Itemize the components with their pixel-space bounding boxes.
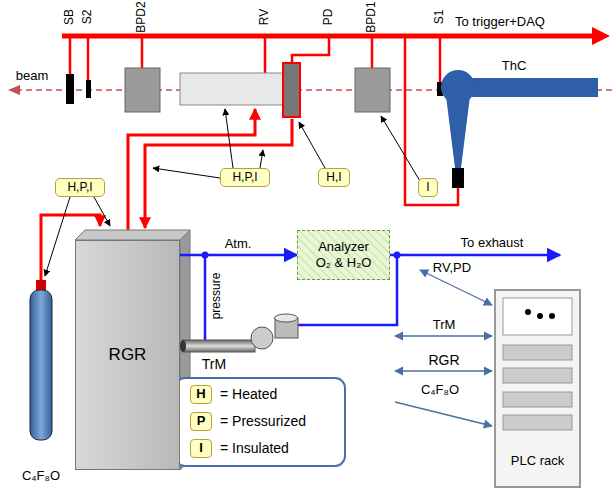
art-shape: [537, 313, 543, 319]
detector-label: S2: [81, 10, 95, 25]
art-shape: [395, 402, 492, 426]
art-shape: [503, 415, 572, 430]
analyzer-box: AnalyzerO₂ & H₂O: [297, 230, 390, 280]
pd-detector: [283, 63, 300, 117]
legend-key: I: [199, 441, 203, 456]
art-shape: [390, 254, 560, 257]
node-text: I: [426, 180, 429, 194]
art-shape: [292, 36, 329, 63]
trm-device: [180, 314, 298, 352]
art-shape: [69, 36, 72, 75]
beam-label: beam: [16, 69, 49, 84]
legend-frame: [175, 378, 345, 466]
plc-rack: [495, 290, 580, 487]
s2-counter: [86, 80, 91, 98]
detector-label: S1: [433, 10, 447, 25]
control-label: RV,PD: [433, 261, 471, 276]
art-shape: [183, 340, 255, 352]
art-shape: [275, 314, 298, 322]
bus-label: To trigger+DAQ: [455, 15, 545, 30]
callout-box: H,P,I: [55, 178, 105, 197]
gas-label: C₄F₈O: [22, 469, 60, 484]
art-shape: [260, 150, 263, 168]
node-text: H,P,I: [67, 180, 92, 194]
signal-bus: [62, 36, 594, 205]
art-shape: [503, 298, 572, 335]
sb-counter: [66, 74, 74, 104]
art-shape: [225, 109, 233, 168]
detector-label: ThC: [502, 59, 527, 74]
art-shape: [503, 345, 572, 360]
legend-text: = Pressurized: [220, 413, 306, 429]
art-shape: [549, 313, 555, 319]
detector-label: PD: [322, 9, 336, 26]
node-text: H,I: [326, 170, 341, 184]
art-shape: [145, 119, 292, 228]
art-shape: [395, 335, 492, 336]
control-label: RGR: [428, 352, 459, 368]
art-shape: [153, 168, 220, 178]
bpd2-chamber: [125, 68, 160, 112]
beam-arrowhead: [8, 85, 20, 95]
art-shape: [495, 290, 580, 487]
rgr-box: RGR: [75, 240, 180, 470]
plc-rack-box: PLC rack: [495, 290, 580, 487]
art-shape: [452, 168, 464, 188]
art-shape: [446, 96, 470, 168]
art-shape: [141, 36, 144, 68]
detector-label: SB: [63, 9, 77, 25]
art-shape: [264, 36, 267, 73]
rv-vessel: [180, 73, 283, 105]
node-text: RGR: [109, 345, 147, 365]
callout-box: I: [418, 178, 438, 197]
node-text: Analyzer: [318, 239, 369, 255]
art-shape: [395, 370, 492, 371]
node-text: PLC rack: [511, 453, 564, 469]
art-shape: [94, 197, 110, 226]
legend-key: H: [196, 387, 205, 402]
control-label: TrM: [433, 318, 456, 333]
detector-label: BPD1: [365, 1, 379, 32]
detector-label: BPD2: [135, 1, 149, 32]
art-shape: [470, 78, 598, 97]
art-shape: [381, 116, 420, 181]
legend-text: = Insulated: [220, 440, 289, 456]
callout-box: H,I: [318, 168, 350, 187]
line-label: pressure: [210, 273, 224, 320]
device-label: TrM: [202, 356, 226, 372]
gas-cylinder: [30, 280, 52, 440]
art-shape: [299, 122, 325, 168]
art-shape: [371, 36, 374, 68]
art-shape: [30, 290, 52, 440]
node-text: H,P,I: [232, 170, 257, 184]
art-shape: [180, 340, 186, 352]
art-shape: [503, 368, 572, 383]
art-shape: [439, 36, 442, 82]
thc-counter: [441, 70, 598, 188]
art-shape: [45, 197, 70, 276]
gas-connector: [180, 254, 297, 257]
art-shape: [251, 327, 273, 349]
node-text: O₂ & H₂O: [316, 255, 372, 271]
art-shape: [420, 270, 492, 305]
port-label: To exhaust: [461, 236, 524, 251]
art-shape: [525, 309, 531, 315]
art-shape: [503, 392, 572, 407]
port-label: Atm.: [225, 237, 252, 252]
legend-key: P: [197, 414, 206, 429]
rgr-top: [75, 230, 190, 240]
art-shape: [204, 255, 207, 340]
callout-box: H,P,I: [220, 168, 270, 187]
bpd1-chamber: [355, 68, 390, 112]
control-arrow: [395, 270, 492, 426]
bus-arrowhead: [592, 27, 610, 45]
control-label: C₄F₈O: [421, 383, 459, 398]
art-shape: [87, 36, 90, 80]
junction-dot: [394, 252, 401, 259]
detector-label: RV: [258, 9, 272, 25]
legend-text: = Heated: [220, 386, 277, 402]
